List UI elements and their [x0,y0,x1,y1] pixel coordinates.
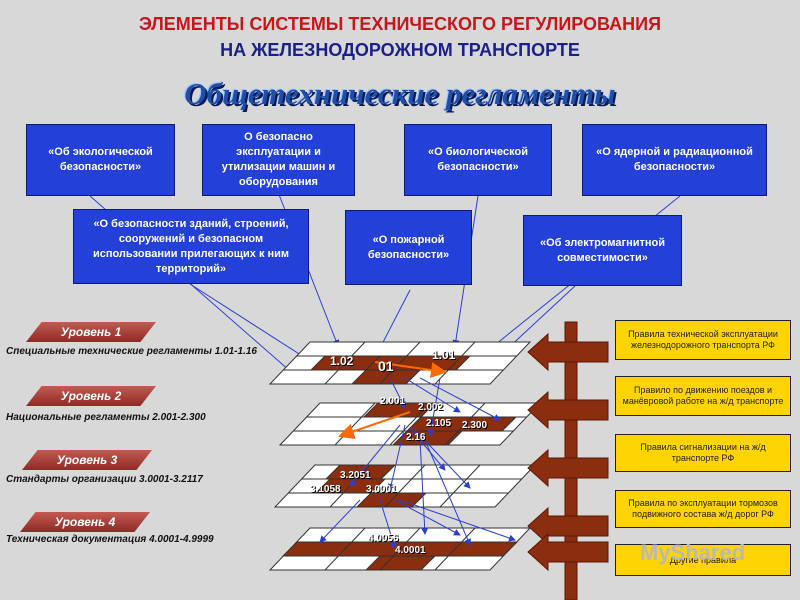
rule-box-brakes: Правила по эксплуатации тормозов подвижн… [615,490,791,528]
watermark-logo: MyShared [640,540,746,565]
regulation-box-biology: «О биологической безопасности» [404,124,552,196]
regulation-box-electromagnetic: «Об электромагнитной совместимости» [523,215,682,286]
grid-label: 1.02 [330,354,354,368]
grid-label: 01 [378,358,394,374]
rule-box-train-movement: Правило по движению поездов и манёвровой… [615,376,791,416]
grid-label: 4.0056 [368,533,399,544]
rule-box-signaling: Правила сигнализации на ж/д транспорте Р… [615,434,791,472]
grid-label: 2.002 [418,402,444,413]
regulation-box-ecology: «Об экологической безопасности» [26,124,175,196]
level-badge-4: Уровень 4 [20,512,150,532]
rule-box-operation: Правила технической эксплуатации железно… [615,320,791,360]
grid-label: 2.16 [406,432,426,443]
regulation-box-machinery: О безопасно эксплуатации и утилизации ма… [202,124,355,196]
level-badge-2: Уровень 2 [26,386,156,406]
level-description-3: Стандарты организации 3.0001-3.2117 [6,474,203,485]
grid-label: 3.1058 [310,484,341,495]
level-description-2: Национальные регламенты 2.001-2.300 [6,412,206,423]
section-heading: Общетехнические регламенты [184,76,616,111]
grid-label: 4.0001 [395,545,426,556]
grid-label: 2.001 [380,396,406,407]
regulation-box-buildings: «О безопасности зданий, строений, сооруж… [73,209,309,284]
rule-box-other: Другие правила [615,544,791,576]
level-description-1: Специальные технические регламенты 1.01-… [6,346,257,357]
regulation-box-fire: «О пожарной безопасности» [345,210,472,285]
level-grid-1 [268,341,532,385]
level-badge-3: Уровень 3 [22,450,152,470]
grid-label: 2.105 [426,418,452,429]
connector-line [189,283,319,367]
page-title-line2: НА ЖЕЛЕЗНОДОРОЖНОМ ТРАНСПОРТЕ [220,40,580,60]
level-links [319,377,516,549]
regulation-box-nuclear: «О ядерной и радиационной безопасности» [582,124,767,196]
grid-label: 2.300 [462,420,488,431]
grid-label: 1.01 [432,348,456,362]
grid-label: 3.0001 [366,484,397,495]
page-title: ЭЛЕМЕНТЫ СИСТЕМЫ ТЕХНИЧЕСКОГО РЕГУЛИРОВА… [138,14,662,34]
level-description-4: Техническая документация 4.0001-4.9999 [6,534,214,545]
grid-label: 3.2051 [340,470,371,481]
connector-line [379,289,411,349]
orange-links [338,361,447,440]
rules-backbone [527,321,609,600]
level-badge-1: Уровень 1 [26,322,156,342]
